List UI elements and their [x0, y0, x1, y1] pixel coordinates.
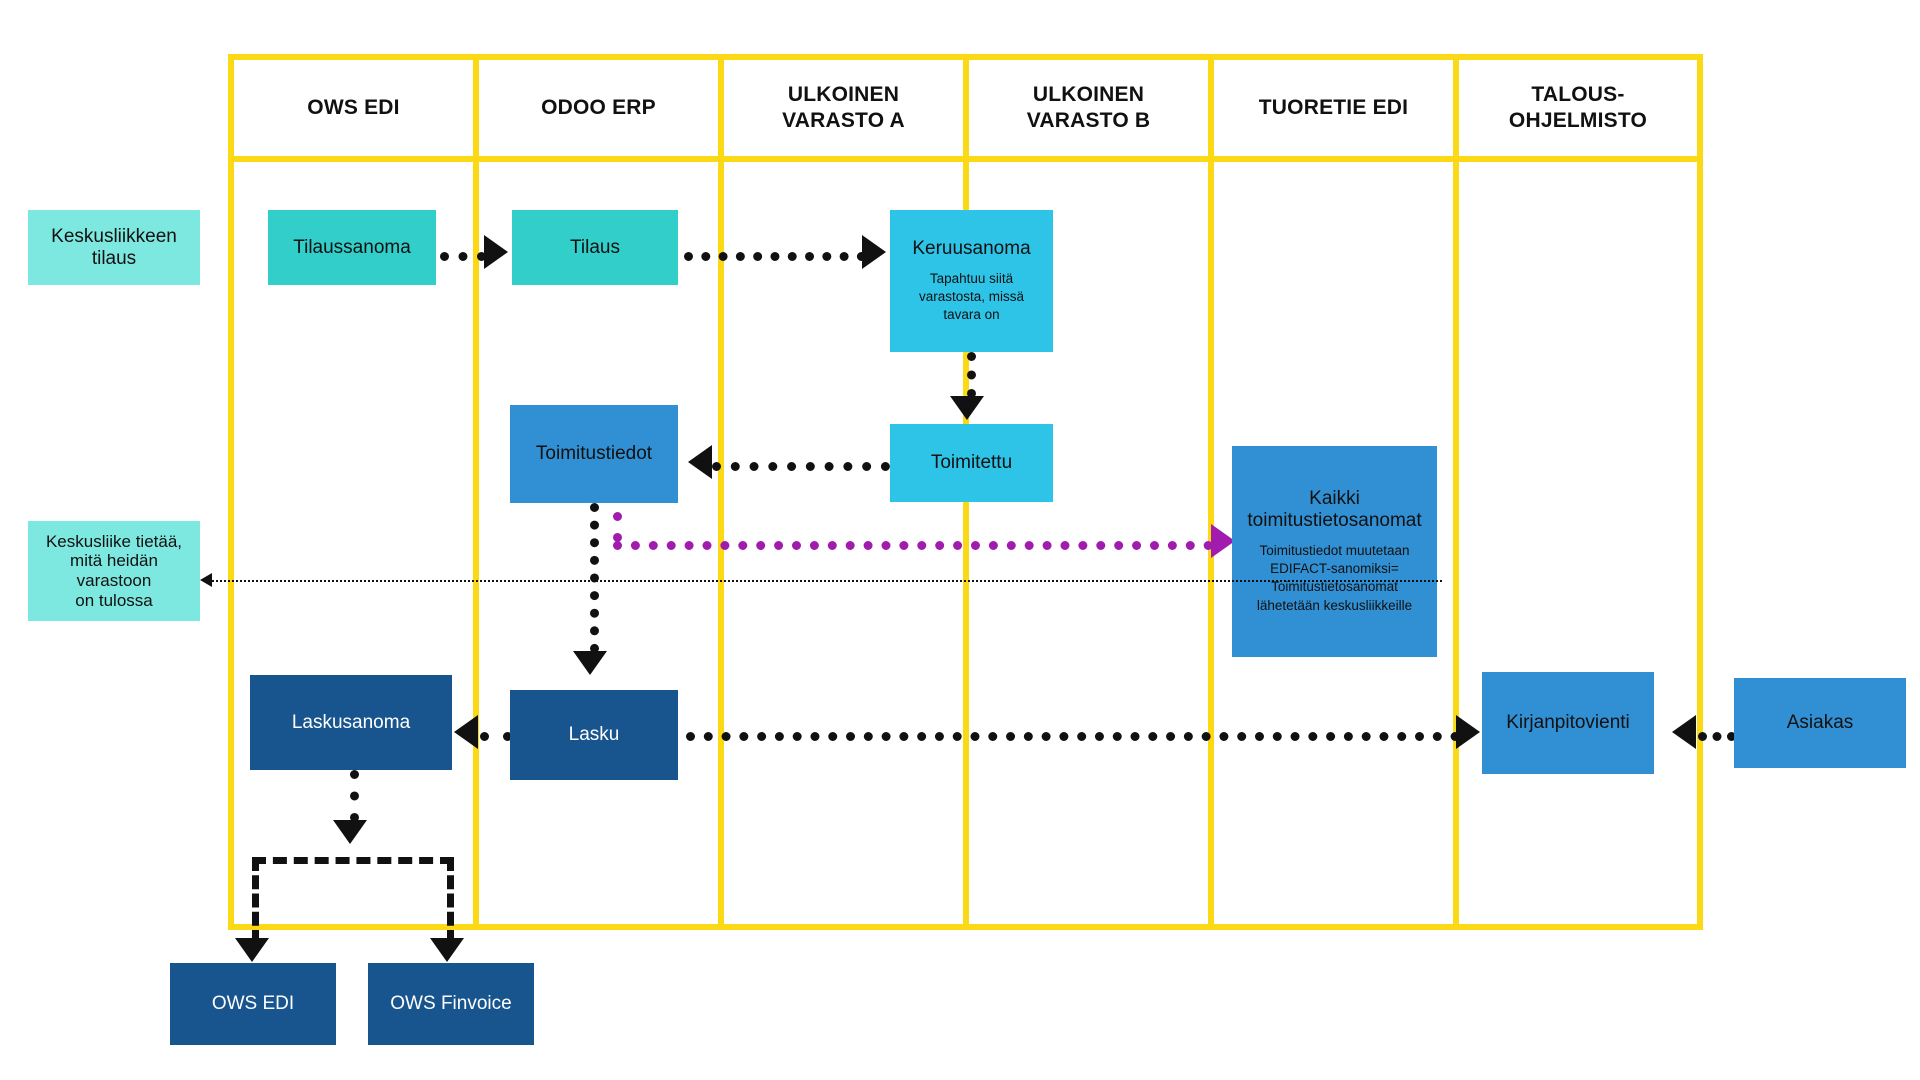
flow-lasku-to-kirjanpitovienti	[686, 732, 1460, 741]
flow-asiakas-to-kirjanpitovienti	[1698, 732, 1736, 741]
flow-keruusanoma-to-toimitettu	[967, 352, 976, 398]
lane-label-line2: VARASTO B	[1026, 109, 1151, 132]
arrowhead-down	[235, 938, 269, 962]
arrowhead-down	[333, 820, 367, 844]
node-title: Tilaus	[570, 236, 620, 258]
arrowhead-down	[950, 396, 984, 420]
node-title: Laskusanoma	[291, 711, 411, 733]
flow-laskusanoma-down	[350, 770, 359, 822]
lane-label-line1: ULKOINEN	[1032, 82, 1145, 106]
annotation-keskusliikkeen-tilaus: Keskusliikkeen tilaus	[28, 210, 200, 285]
lane-header-talous-ohjelmisto: TALOUS- OHJELMISTO	[1459, 54, 1697, 162]
node-title-line1: Kaikki	[1309, 488, 1360, 510]
node-subtext-line1: Toimitustiedot muutetaan	[1259, 542, 1410, 558]
node-tilaus[interactable]: Tilaus	[512, 210, 678, 285]
lane-body-ulkoinen-varasto-b	[969, 162, 1208, 930]
node-subtext-line3: Toimitustietosanomat	[1271, 579, 1398, 595]
node-title: Kirjanpitovienti	[1506, 712, 1630, 734]
lane-tuoretie-edi: TUORETIE EDI	[1208, 54, 1453, 930]
node-title: OWS EDI	[211, 993, 295, 1015]
arrowhead-left	[1672, 715, 1696, 749]
node-title: Asiakas	[1786, 712, 1854, 734]
swimlane-grid: OWS EDI ODOO ERP ULKOINEN VARASTO A ULK	[228, 54, 1703, 930]
node-tilaussanoma[interactable]: Tilaussanoma	[268, 210, 436, 285]
node-toimitettu[interactable]: Toimitettu	[890, 424, 1053, 502]
node-title: Toimitettu	[930, 452, 1013, 474]
arrowhead-left	[688, 445, 712, 479]
node-title: Keruusanoma	[912, 237, 1031, 259]
node-subtext: Toimitustiedot muutetaan EDIFACT-sanomik…	[1257, 542, 1412, 615]
node-laskusanoma[interactable]: Laskusanoma	[250, 675, 452, 770]
annotation-line3: varastoon	[76, 571, 152, 590]
lane-header-ulkoinen-varasto-b: ULKOINEN VARASTO B	[969, 54, 1208, 162]
annotation-line1: Keskusliike tietää,	[45, 531, 183, 551]
lane-label-line1: TALOUS-	[1531, 82, 1625, 106]
node-title: Kaikki toimitustietosanomat	[1247, 488, 1421, 532]
lane-header-odoo-erp: ODOO ERP	[479, 54, 718, 162]
flow-tuoretie-to-keskusliike	[212, 580, 1442, 582]
annotation-line2: tilaus	[91, 247, 137, 269]
lane-body-ulkoinen-varasto-a	[724, 162, 963, 930]
node-title: Tilaussanoma	[293, 236, 411, 258]
arrowhead-right	[484, 235, 508, 269]
fork-bus	[252, 857, 454, 864]
lane-label-line1: ULKOINEN	[787, 82, 900, 106]
flow-toimitustiedot-to-tuoretie	[613, 541, 1213, 550]
flow-tilaus-to-keruusanoma	[684, 252, 866, 261]
arrowhead-down	[430, 938, 464, 962]
lane-talous-ohjelmisto: TALOUS- OHJELMISTO	[1453, 54, 1703, 930]
node-subtext-line3: tavara on	[943, 307, 1000, 323]
annotation-keskusliike-tietaa: Keskusliike tietää, mitä heidän varastoo…	[28, 521, 200, 621]
node-subtext-line2: varastosta, missä	[918, 288, 1025, 304]
lane-header-ows-edi: OWS EDI	[234, 54, 473, 162]
lane-ulkoinen-varasto-a: ULKOINEN VARASTO A	[718, 54, 963, 930]
node-title: Lasku	[568, 724, 620, 746]
arrowhead-right-purple	[1211, 524, 1235, 558]
annotation-line4: on tulossa	[75, 590, 153, 610]
arrowhead-right	[1456, 715, 1480, 749]
lane-label-line2: VARASTO A	[782, 109, 905, 132]
flow-lasku-to-laskusanoma	[480, 732, 512, 741]
lane-body-ows-edi	[234, 162, 473, 930]
node-subtext-line2: EDIFACT-sanomiksi=	[1270, 561, 1399, 577]
lane-label: OWS EDI	[307, 95, 400, 119]
lane-ows-edi: OWS EDI	[228, 54, 473, 930]
node-ows-edi-out[interactable]: OWS EDI	[170, 963, 336, 1045]
arrowhead-left-thin	[200, 573, 212, 587]
node-asiakas[interactable]: Asiakas	[1734, 678, 1906, 768]
node-kirjanpitovienti[interactable]: Kirjanpitovienti	[1482, 672, 1654, 774]
node-title-line2: toimitustietosanomat	[1247, 510, 1422, 532]
flow-tilaussanoma-to-tilaus	[440, 252, 486, 261]
node-toimitustiedot[interactable]: Toimitustiedot	[510, 405, 678, 503]
lane-body-odoo-erp	[479, 162, 718, 930]
lane-body-tuoretie-edi	[1214, 162, 1453, 930]
node-title: OWS Finvoice	[390, 993, 512, 1015]
arrowhead-left	[454, 715, 478, 749]
lane-body-talous-ohjelmisto	[1459, 162, 1697, 930]
lane-label: ODOO ERP	[541, 95, 656, 119]
node-kaikki-toimitustietosanomat[interactable]: Kaikki toimitustietosanomat Toimitustied…	[1232, 446, 1437, 657]
flow-toimitustiedot-to-lasku	[590, 503, 599, 653]
lane-label: TUORETIE EDI	[1258, 95, 1409, 119]
fork-branch-left	[252, 857, 259, 944]
node-keruusanoma[interactable]: Keruusanoma Tapahtuu siitä varastosta, m…	[890, 210, 1053, 352]
flow-toimitustiedot-to-tuoretie-stub	[613, 512, 622, 542]
node-title: Toimitustiedot	[535, 443, 653, 465]
flow-toimitettu-to-toimitustiedot	[712, 462, 890, 471]
lane-label-line2: OHJELMISTO	[1508, 109, 1648, 132]
lane-header-ulkoinen-varasto-a: ULKOINEN VARASTO A	[724, 54, 963, 162]
node-subtext: Tapahtuu siitä varastosta, missä tavara …	[919, 270, 1024, 325]
node-subtext-line4: lähetetään keskusliikkeille	[1256, 597, 1413, 613]
annotation-line1: Keskusliikkeen	[51, 225, 177, 247]
node-lasku[interactable]: Lasku	[510, 690, 678, 780]
fork-branch-right	[447, 857, 454, 944]
lane-odoo-erp: ODOO ERP	[473, 54, 718, 930]
arrowhead-down	[573, 651, 607, 675]
lane-header-tuoretie-edi: TUORETIE EDI	[1214, 54, 1453, 162]
node-subtext-line1: Tapahtuu siitä	[929, 270, 1014, 286]
arrowhead-right	[862, 235, 886, 269]
node-ows-finvoice[interactable]: OWS Finvoice	[368, 963, 534, 1045]
annotation-line2: mitä heidän	[70, 551, 158, 571]
